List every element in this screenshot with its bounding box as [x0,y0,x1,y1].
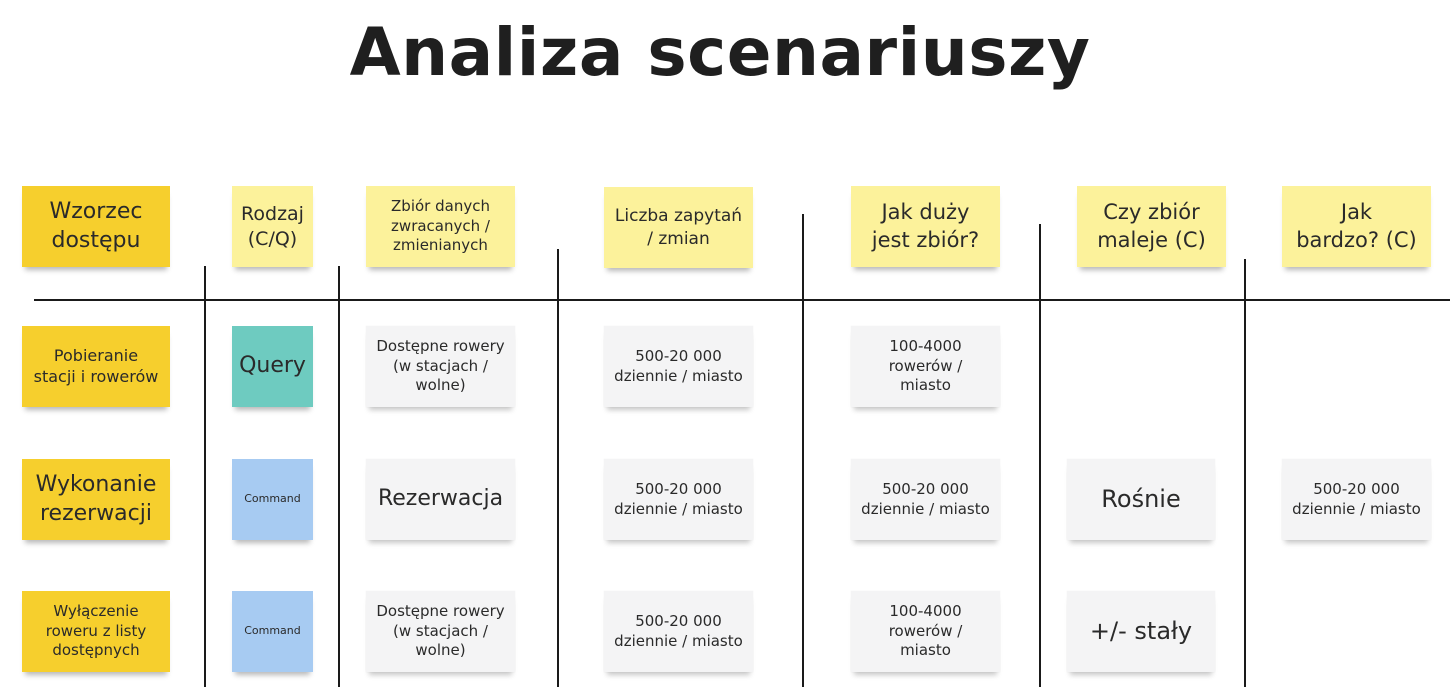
count-label: 500-20 000 dziennie / miasto [614,612,743,650]
size-label: 100-4000 rowerów / miasto [888,602,963,660]
header-note-count[interactable]: Liczba zapytań / zmian [604,187,753,268]
shrinks-label: Rośnie [1101,484,1181,513]
header-label: Liczba zapytań / zmian [614,206,743,249]
header-label: Rodzaj (C/Q) [241,202,304,250]
pattern-label: Wyłączenie roweru z listy dostępnych [45,602,147,660]
pattern-label: Wykonanie rezerwacji [35,471,157,526]
header-note-shrinks[interactable]: Czy zbiór maleje (C) [1077,186,1226,267]
header-label: Jak bardzo? (C) [1296,200,1417,252]
type-label: Command [244,624,301,638]
row-3-count-note[interactable]: 500-20 000 dziennie / miasto [604,591,753,672]
row-3-size-note[interactable]: 100-4000 rowerów / miasto [851,591,1000,672]
row-2-shrinks-note[interactable]: Rośnie [1067,459,1215,540]
size-label: 100-4000 rowerów / miasto [888,337,963,395]
row-1-count-note[interactable]: 500-20 000 dziennie / miasto [604,326,753,407]
row-1-pattern-note[interactable]: Pobieranie stacji i rowerów [22,326,170,407]
header-note-how-much[interactable]: Jak bardzo? (C) [1282,186,1431,267]
shrinks-label: +/- stały [1089,616,1193,645]
how-much-label: 500-20 000 dziennie / miasto [1292,480,1421,518]
header-note-dataset[interactable]: Zbiór danych zwracanych / zmienianych [366,186,515,267]
row-1-size-note[interactable]: 100-4000 rowerów / miasto [851,326,1000,407]
column-divider-3 [557,249,559,687]
header-note-size[interactable]: Jak duży jest zbiór? [851,186,1000,267]
row-3-shrinks-note[interactable]: +/- stały [1067,591,1215,672]
pattern-label: Pobieranie stacji i rowerów [33,345,159,386]
size-label: 500-20 000 dziennie / miasto [861,480,990,518]
row-3-type-note[interactable]: Command [232,591,313,672]
dataset-label: Rezerwacja [377,486,504,512]
header-label: Czy zbiór maleje (C) [1097,200,1206,252]
row-2-how-much-note[interactable]: 500-20 000 dziennie / miasto [1282,459,1431,540]
column-divider-4 [802,214,804,687]
count-label: 500-20 000 dziennie / miasto [614,347,743,385]
count-label: 500-20 000 dziennie / miasto [614,480,743,518]
type-label: Query [239,353,306,379]
header-note-type[interactable]: Rodzaj (C/Q) [232,186,313,267]
header-label: Wzorzec dostępu [49,198,143,253]
column-divider-1 [204,266,206,687]
column-divider-6 [1244,259,1246,687]
row-2-size-note[interactable]: 500-20 000 dziennie / miasto [851,459,1000,540]
row-3-dataset-note[interactable]: Dostępne rowery (w stacjach / wolne) [366,591,515,672]
dataset-label: Dostępne rowery (w stacjach / wolne) [376,337,505,395]
column-divider-2 [338,266,340,687]
dataset-label: Dostępne rowery (w stacjach / wolne) [376,602,505,660]
page-title: Analiza scenariuszy [349,14,1091,91]
header-divider [34,299,1450,301]
row-2-type-note[interactable]: Command [232,459,313,540]
column-divider-5 [1039,224,1041,687]
row-2-count-note[interactable]: 500-20 000 dziennie / miasto [604,459,753,540]
header-label: Jak duży jest zbiór? [871,200,980,252]
header-label: Zbiór danych zwracanych / zmienianych [391,197,490,255]
row-3-pattern-note[interactable]: Wyłączenie roweru z listy dostępnych [22,591,170,672]
row-2-dataset-note[interactable]: Rezerwacja [366,459,515,540]
type-label: Command [244,492,301,506]
row-1-dataset-note[interactable]: Dostępne rowery (w stacjach / wolne) [366,326,515,407]
header-note-pattern[interactable]: Wzorzec dostępu [22,186,170,267]
row-1-type-note[interactable]: Query [232,326,313,407]
row-2-pattern-note[interactable]: Wykonanie rezerwacji [22,459,170,540]
